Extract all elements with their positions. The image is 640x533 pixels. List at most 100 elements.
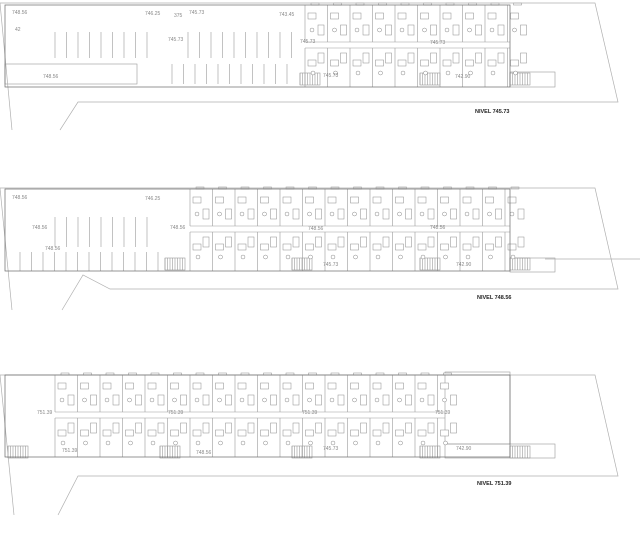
bed-icon	[352, 12, 362, 20]
bed-icon	[440, 382, 449, 390]
closet-icon	[517, 208, 525, 220]
chair-icon	[465, 254, 471, 260]
chair-icon	[172, 397, 177, 403]
bed-icon	[305, 382, 314, 390]
floor-plan-nivel-751-39: 751.39 751.39 751.39 751.39 751.39 748.5…	[0, 371, 619, 516]
closet-icon	[427, 394, 435, 406]
site-boundary	[0, 187, 640, 311]
bed-icon	[395, 382, 404, 390]
closet-icon	[430, 24, 437, 36]
closet-icon	[360, 422, 367, 434]
closet-icon	[247, 236, 255, 248]
closet-icon	[360, 394, 367, 406]
chair-icon	[284, 211, 290, 217]
level-label: 748.56	[196, 450, 212, 456]
bed-icon	[395, 196, 404, 204]
closet-icon	[340, 24, 347, 36]
bed-icon	[442, 59, 452, 67]
closet-icon	[247, 208, 255, 220]
bed-icon	[485, 243, 494, 251]
chair-icon	[262, 211, 267, 217]
bed-icon	[237, 382, 247, 390]
chair-icon	[509, 211, 515, 217]
closet-icon	[225, 236, 232, 248]
closet-icon	[385, 24, 392, 36]
closet-icon	[270, 394, 277, 406]
chair-icon	[397, 211, 402, 217]
bed-icon	[397, 59, 407, 67]
closet-icon	[180, 422, 187, 434]
closet-icon	[292, 236, 300, 248]
chair-icon	[419, 397, 425, 403]
closet-icon	[90, 422, 97, 434]
closet-icon	[385, 52, 392, 64]
bed-icon	[487, 59, 497, 67]
bed-icon	[440, 429, 449, 437]
bed-icon	[147, 382, 157, 390]
bed-icon	[330, 12, 339, 20]
bed-icon	[192, 382, 202, 390]
bed-icon	[350, 243, 359, 251]
closet-icon	[450, 394, 457, 406]
closet-icon	[407, 52, 415, 64]
chair-icon	[310, 70, 316, 76]
closet-icon	[292, 422, 300, 434]
closet-icon	[382, 422, 390, 434]
closet-icon	[450, 422, 457, 434]
bed-icon	[57, 382, 67, 390]
closet-icon	[362, 52, 370, 64]
closet-icon	[315, 208, 322, 220]
closet-icon	[270, 422, 277, 434]
bed-icon	[237, 429, 247, 437]
closet-icon	[317, 52, 325, 64]
chair-icon	[195, 440, 201, 446]
closet-icon	[405, 394, 412, 406]
site-boundary	[0, 2, 619, 131]
chair-icon	[332, 27, 337, 33]
floor-plan-nivel-745-73: 748.56 42 746.25 375 745.73 743.45 745.7…	[0, 2, 619, 131]
ramp-area	[4, 63, 138, 85]
chair-icon	[488, 254, 493, 260]
chair-icon	[217, 397, 222, 403]
closet-icon	[315, 422, 322, 434]
closet-icon	[225, 394, 232, 406]
bed-icon	[305, 243, 314, 251]
closet-icon	[202, 236, 210, 248]
closet-icon	[382, 394, 390, 406]
chair-icon	[352, 211, 357, 217]
bed-icon	[510, 59, 519, 67]
closet-icon	[407, 24, 415, 36]
level-label: 748.56	[43, 74, 59, 80]
bed-icon	[215, 196, 224, 204]
chair-icon	[82, 397, 87, 403]
bed-icon	[442, 12, 452, 20]
closet-icon	[337, 422, 345, 434]
closet-icon	[405, 422, 412, 434]
chair-icon	[512, 27, 517, 33]
bed-icon	[465, 59, 474, 67]
closet-icon	[247, 394, 255, 406]
chair-icon	[378, 70, 383, 76]
chair-icon	[443, 254, 448, 260]
bed-icon	[465, 12, 474, 20]
closet-icon	[202, 394, 210, 406]
closet-icon	[427, 208, 435, 220]
level-label: 745.73	[323, 262, 339, 268]
closet-icon	[452, 52, 460, 64]
closet-icon	[517, 236, 525, 248]
chair-icon	[60, 440, 66, 446]
bed-icon	[170, 382, 179, 390]
chair-icon	[400, 70, 406, 76]
chair-icon	[285, 254, 291, 260]
bed-icon	[305, 196, 314, 204]
level-label: 748.56	[12, 10, 28, 16]
chair-icon	[329, 211, 335, 217]
bed-icon	[215, 382, 224, 390]
chair-icon	[398, 254, 403, 260]
chair-icon	[399, 27, 405, 33]
building-outline	[4, 4, 511, 88]
closet-icon	[472, 236, 480, 248]
level-label: 748.56	[430, 225, 446, 231]
chair-icon	[59, 397, 65, 403]
